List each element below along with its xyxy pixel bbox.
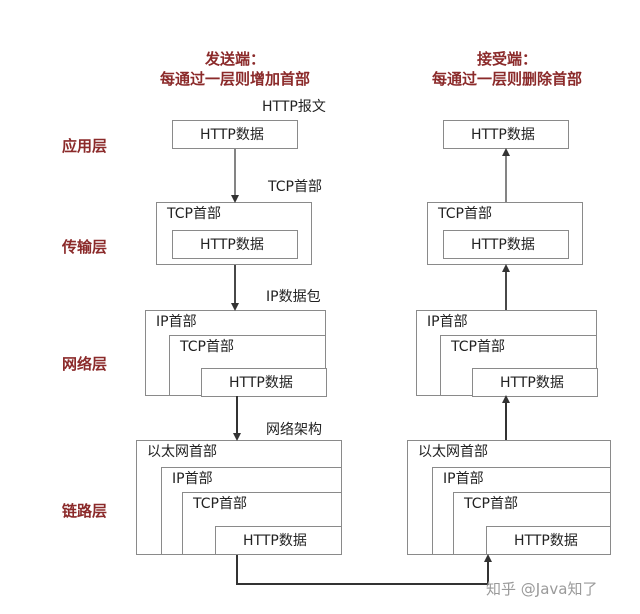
sender-ip-packet-box: IP首部 TCP首部 HTTP数据 [145,310,327,397]
layer-application: 应用层 [62,137,108,155]
tcp-header-label: TCP首部 [193,496,247,512]
http-data-label: HTTP数据 [471,237,535,253]
receiver-frame-ip-box: IP首部 TCP首部 HTTP数据 [432,467,611,555]
receiver-subtitle: 每通过一层则删除首部 [431,70,582,88]
ethernet-header-label: 以太网首部 [418,444,488,460]
watermark: 知乎 @Java知了 [486,580,598,598]
sender-frame-http-data-box: HTTP数据 [215,526,342,555]
receiver-frame-http-data-box: HTTP数据 [486,526,611,555]
receiver-ip-tcp-box: TCP首部 HTTP数据 [440,335,598,397]
connector-sender-to-receiver [236,554,492,585]
tcp-header-label: TCP首部 [438,206,492,222]
ip-header-label: IP首部 [156,314,197,330]
tcp-header-label: TCP首部 [167,206,221,222]
ip-header-label: IP首部 [443,471,484,487]
receiver-header: 接受端： 每通过一层则删除首部 [412,49,602,89]
receiver-ip-http-data-box: HTTP数据 [472,368,598,397]
annotation-ip-packet: IP数据包 [266,289,321,305]
annotation-tcp-header: TCP首部 [268,179,322,195]
http-data-label: HTTP数据 [500,375,564,391]
sender-app-http-data-box: HTTP数据 [172,120,298,149]
ethernet-header-label: 以太网首部 [147,444,217,460]
ip-header-label: IP首部 [427,314,468,330]
sender-title: 发送端： [204,50,265,68]
receiver-frame-box: 以太网首部 IP首部 TCP首部 HTTP数据 [407,440,611,555]
http-data-label: HTTP数据 [229,375,293,391]
annotation-network-frame: 网络架构 [266,422,322,438]
sender-header: 发送端： 每通过一层则增加首部 [140,49,330,89]
http-data-label: HTTP数据 [514,533,578,549]
receiver-title: 接受端： [476,50,537,68]
ip-header-label: IP首部 [172,471,213,487]
annotation-http-message: HTTP报文 [262,99,326,115]
sender-tcp-http-data-box: HTTP数据 [172,230,298,259]
sender-tcp-segment-box: TCP首部 HTTP数据 [156,202,312,265]
layer-link: 链路层 [62,502,108,520]
receiver-tcp-http-data-box: HTTP数据 [443,230,569,259]
tcp-header-label: TCP首部 [180,339,234,355]
http-data-label: HTTP数据 [243,533,307,549]
http-data-label: HTTP数据 [200,127,264,143]
tcp-header-label: TCP首部 [464,496,518,512]
http-data-label: HTTP数据 [471,127,535,143]
layer-network: 网络层 [62,355,108,373]
tcp-header-label: TCP首部 [451,339,505,355]
layer-transport: 传输层 [62,238,108,256]
receiver-frame-tcp-box: TCP首部 HTTP数据 [453,492,611,555]
sender-frame-tcp-box: TCP首部 HTTP数据 [182,492,342,555]
receiver-ip-packet-box: IP首部 TCP首部 HTTP数据 [416,310,598,397]
sender-ip-http-data-box: HTTP数据 [201,368,327,397]
sender-subtitle: 每通过一层则增加首部 [159,70,310,88]
sender-frame-box: 以太网首部 IP首部 TCP首部 HTTP数据 [136,440,342,555]
sender-frame-ip-box: IP首部 TCP首部 HTTP数据 [161,467,342,555]
http-data-label: HTTP数据 [200,237,264,253]
sender-ip-tcp-box: TCP首部 HTTP数据 [169,335,327,397]
receiver-tcp-segment-box: TCP首部 HTTP数据 [427,202,583,265]
